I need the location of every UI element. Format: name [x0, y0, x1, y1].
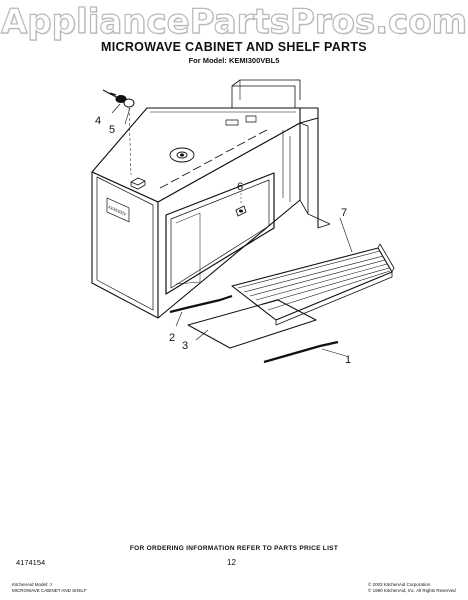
glass-panel: [187, 299, 317, 349]
footer-copyright: © 2003 KitchenAid Corporation © 1990 Kit…: [368, 582, 456, 593]
callout-3: 3: [182, 340, 188, 352]
rating-plate: [106, 197, 130, 223]
callout-7: 7: [341, 207, 347, 219]
cabinet-shell: [91, 79, 331, 319]
bracket-part: [235, 205, 247, 217]
footer-left-notes: KitchenAid Model: J MICROWAVE CABINET AN…: [12, 582, 87, 593]
footer-left-line: MICROWAVE CABINET AND SHELF: [12, 587, 87, 593]
callout-6: 6: [237, 181, 243, 193]
trim-strip-upper: [169, 294, 233, 314]
vent-slots: [159, 129, 268, 189]
footer-left-line: KitchenAid Model: J: [12, 582, 52, 587]
part-number: 4174154: [16, 558, 46, 567]
cabinet-opening: [165, 172, 275, 295]
callout-4: 4: [95, 115, 101, 127]
copyright-line: © 1990 KitchenAid, Inc. All Rights Reser…: [368, 587, 456, 593]
wire-shelf: [231, 243, 395, 326]
callout-2: 2: [169, 332, 175, 344]
lamp-socket-part: [102, 89, 135, 108]
copyright-line: © 2003 KitchenAid Corporation: [368, 582, 431, 587]
turntable-hub: [169, 147, 195, 163]
trim-strip-lower: [263, 340, 339, 364]
page-number: 12: [227, 558, 236, 567]
ordering-note: FOR ORDERING INFORMATION REFER TO PARTS …: [129, 545, 339, 552]
watermark-text: AppliancePartsPros.com: [0, 1, 467, 42]
page-title: MICROWAVE CABINET AND SHELF PARTS: [101, 40, 367, 54]
model-subtitle: For Model: KEMI300VBL5: [188, 56, 280, 65]
callout-5: 5: [109, 124, 115, 136]
callout-1: 1: [345, 354, 351, 366]
